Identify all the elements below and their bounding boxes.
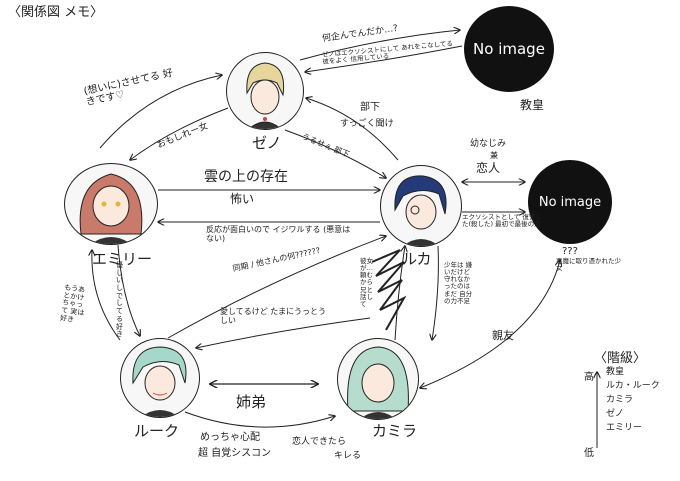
lover-placeholder: No image	[538, 194, 602, 210]
label-luke-to-kamira-1: めっちゃ心配	[200, 432, 260, 443]
label-luka-to-luke: 愛してるけど たまにうっとうしい	[220, 307, 327, 325]
kamira-name: カミラ	[372, 422, 418, 440]
label-lover-kamira: 親友	[492, 329, 514, 342]
label-luke-to-kamira-2: 超 自覚シスコン	[198, 448, 272, 459]
legend-item-1: 教皇	[606, 367, 625, 377]
scribble-strike	[371, 249, 407, 331]
label-luka-lover-1: 幼なじみ	[470, 139, 507, 149]
blond-man-icon	[246, 62, 285, 129]
blue-haired-man-icon	[394, 175, 447, 246]
luka-name: ルカ	[402, 250, 432, 268]
kamira-portrait	[337, 338, 419, 420]
edge-lover-kamira	[420, 260, 560, 388]
label-luka-lover-2: 兼	[490, 151, 498, 160]
edge-teacher-to-zero	[305, 45, 463, 72]
legend-title: 〈階級〉	[594, 351, 647, 366]
label-lover-note: 悪魔に取り憑かれた少女	[556, 257, 621, 273]
label-luke-kamira: 姉弟	[236, 393, 267, 411]
teacher-node: No image	[464, 6, 554, 92]
edge-emily-to-zero	[99, 75, 222, 149]
label-luka-lover-3: 恋人	[476, 161, 501, 175]
mint-haired-woman-icon	[347, 346, 409, 419]
edge-zero-to-teacher	[299, 30, 460, 61]
label-luka-to-kamira: 少年は 嫌いだけど 守れなかったのは まだ 自分の力不足	[444, 261, 473, 305]
label-luka-to-emily: 反応が面白いので イジワルする (悪意はない)	[206, 225, 351, 243]
legend-item-5: エミリー	[606, 422, 643, 433]
label-emily-to-luka-2: 怖い	[230, 192, 255, 206]
edge-kamira-to-luka	[394, 246, 405, 341]
luka-portrait	[380, 165, 462, 247]
label-emily-to-luke: 優しいしで してる 好き	[116, 261, 123, 339]
label-luka-to-zero-1: 部下	[360, 102, 380, 113]
diagram-title: 〈関係図 メモ〉	[8, 5, 104, 20]
label-luka-lover-4: エクソシストとして 復讐した(殺した) 最初で最後の恋	[462, 213, 542, 229]
legend-item-3: カミラ	[606, 394, 634, 405]
teacher-placeholder: No image	[473, 40, 545, 58]
zero-name: ゼノ	[252, 134, 282, 152]
teacher-name: 教皇	[520, 98, 545, 112]
mint-haired-man-icon	[132, 346, 187, 417]
label-luke-to-emily: もうあとかけちゃって 実は好き	[59, 283, 86, 324]
legend-item-2: ルカ・ルーク	[606, 380, 660, 391]
emily-portrait	[64, 163, 158, 245]
label-luka-to-zero-2: すっごく聞け	[340, 119, 394, 129]
edge-luke-to-kamira	[184, 411, 335, 428]
legend-list: 教皇 ルカ・ルーク カミラ ゼノ エミリー	[606, 367, 660, 433]
edge-luke-to-emily	[92, 250, 121, 341]
emily-name: エミリー	[92, 250, 153, 268]
edge-luke-to-luka	[167, 236, 386, 339]
edge-luka-to-zero	[306, 98, 399, 161]
edge-luka-to-kamira	[432, 245, 439, 340]
edge-zero-to-luka	[284, 129, 386, 178]
legend-low: 低	[584, 448, 594, 459]
label-emily-to-luka-1: 雲の上の存在	[204, 169, 288, 185]
legend-item-4: ゼノ	[606, 408, 624, 419]
luke-portrait	[120, 338, 200, 418]
edge-zero-to-emily	[130, 107, 229, 160]
lover-node: No image	[528, 160, 612, 244]
zero-portrait	[226, 52, 304, 130]
luke-name: ルーク	[134, 422, 180, 440]
red-haired-girl-icon	[79, 173, 143, 244]
label-kamira-to-luke-1: 恋人できたら	[292, 437, 347, 447]
legend-high: 高	[584, 372, 594, 383]
edge-luka-to-luke	[196, 317, 371, 348]
lover-name: ???	[562, 246, 578, 257]
label-kamira-to-luka: 彼女が… 頼むから 兄と 話して	[360, 257, 373, 308]
label-kamira-to-luke-2: キレる	[334, 451, 362, 461]
edge-emily-to-luke	[117, 244, 140, 336]
